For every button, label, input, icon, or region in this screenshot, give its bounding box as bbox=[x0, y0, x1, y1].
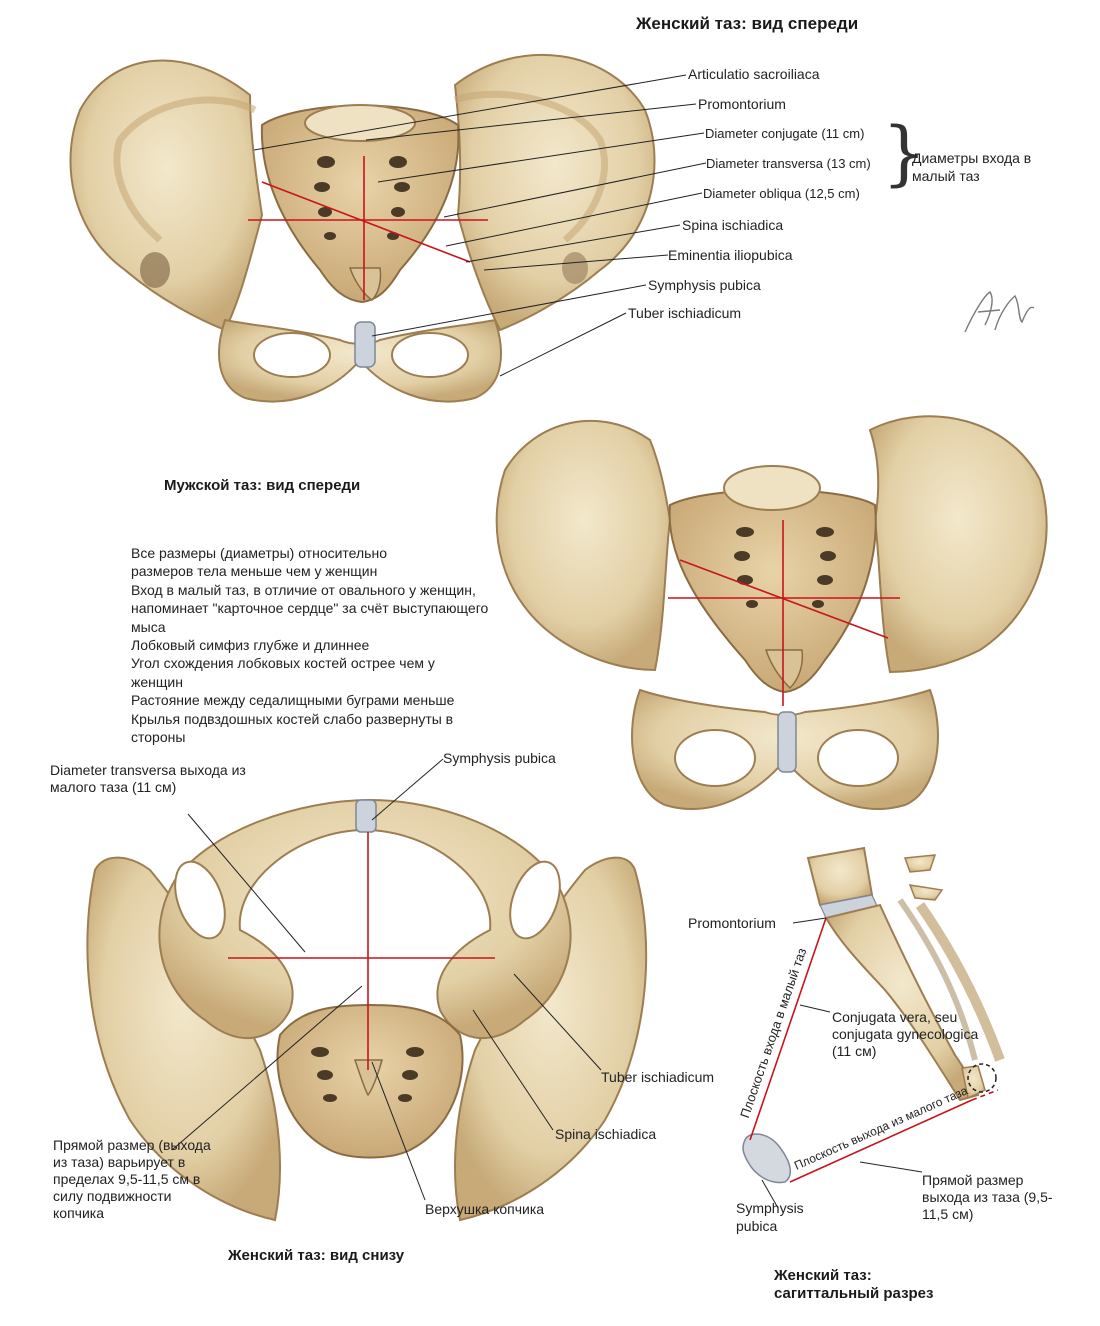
label-inlet-diameters-line2: малый таз bbox=[912, 168, 980, 184]
male-pelvis-front-drawing bbox=[495, 415, 1048, 810]
label-outlet-straight-size-sagittal: Прямой размер выхода из таза (9,5-11,5 с… bbox=[922, 1172, 1053, 1222]
title-female-sagittal-line2: сагиттальный разрез bbox=[774, 1285, 934, 1302]
bottom-right-wing bbox=[454, 856, 648, 1222]
leader-lines bbox=[171, 74, 923, 1209]
female-front-left-ilium bbox=[69, 59, 264, 332]
label-eminentia-iliopubica: Eminentia iliopubica bbox=[668, 247, 793, 263]
female-pelvis-sagittal-drawing bbox=[742, 846, 1005, 1184]
label-promontorium: Promontorium bbox=[698, 96, 786, 112]
label-sagittal-symphysis-line2: pubica bbox=[736, 1218, 778, 1234]
label-coccyx-tip: Верхушка копчика bbox=[425, 1201, 545, 1217]
label-sagittal-symphysis-line1: Symphysis bbox=[736, 1200, 804, 1216]
sagittal-symphysis bbox=[742, 1133, 792, 1184]
female-front-right-ilium bbox=[453, 54, 656, 332]
label-bottom-spina: Spina ischiadica bbox=[555, 1126, 657, 1142]
note-item: Растояние между седалищными буграми мень… bbox=[131, 692, 455, 709]
female-front-sacrum bbox=[260, 104, 460, 304]
title-female-bottom: Женский таз: вид снизу bbox=[228, 1247, 405, 1264]
label-outlet-straight-size: Прямой размер (выхода из таза) варьирует… bbox=[53, 1137, 211, 1221]
title-female-sagittal-line1: Женский таз: bbox=[774, 1267, 872, 1284]
note-item: Угол схождения лобковых костей острее че… bbox=[131, 655, 435, 690]
female-pelvis-bottom-drawing bbox=[86, 798, 648, 1222]
note-item: Вход в малый таз, в отличие от овального… bbox=[131, 581, 489, 635]
label-articulatio-sacroiliaca: Articulatio sacroiliaca bbox=[688, 66, 820, 82]
label-diameter-conjugate: Diameter conjugate (11 cm) bbox=[705, 126, 865, 141]
netter-signature bbox=[964, 291, 1035, 333]
male-front-right-ilium bbox=[868, 415, 1048, 674]
bottom-left-wing bbox=[86, 856, 281, 1222]
label-conjugata-vera: Conjugata vera, seu conjugata gynecologi… bbox=[832, 1009, 979, 1059]
label-symphysis-pubica: Symphysis pubica bbox=[648, 277, 761, 293]
title-male-front: Мужской таз: вид спереди bbox=[164, 477, 361, 494]
outlet-line bbox=[789, 1099, 973, 1183]
label-spina-ischiadica: Spina ischiadica bbox=[682, 217, 784, 233]
male-pelvis-notes: Все размеры (диаметры) относительно разм… bbox=[131, 544, 541, 746]
female-pelvis-front-drawing bbox=[69, 54, 656, 403]
label-bottom-tuber: Tuber ischiadicum bbox=[601, 1069, 715, 1085]
label-diameter-transversa: Diameter transversa (13 cm) bbox=[706, 156, 871, 171]
label-bottom-symphysis: Symphysis pubica bbox=[443, 750, 556, 766]
note-item: Все размеры (диаметры) относительно разм… bbox=[131, 545, 387, 580]
title-female-front: Женский таз: вид спереди bbox=[636, 14, 859, 33]
inlet-diameters-brace: } bbox=[882, 112, 927, 194]
label-diameter-obliqua: Diameter obliqua (12,5 cm) bbox=[703, 186, 860, 201]
label-inlet-diameters-line1: Диаметры входа в bbox=[912, 150, 1032, 166]
conjugata-vera-line bbox=[749, 917, 827, 1141]
label-outlet-diameter-transversa: Diameter transversa выхода из малого таз… bbox=[50, 762, 246, 795]
label-tuber-ischiadicum: Tuber ischiadicum bbox=[628, 305, 742, 321]
label-sagittal-promontorium: Promontorium bbox=[688, 915, 776, 931]
male-front-sacrum bbox=[668, 489, 877, 694]
note-item: Крылья подвздошных костей слабо разверну… bbox=[131, 710, 454, 746]
note-item: Лобковый симфиз глубже и длиннее bbox=[131, 637, 370, 654]
